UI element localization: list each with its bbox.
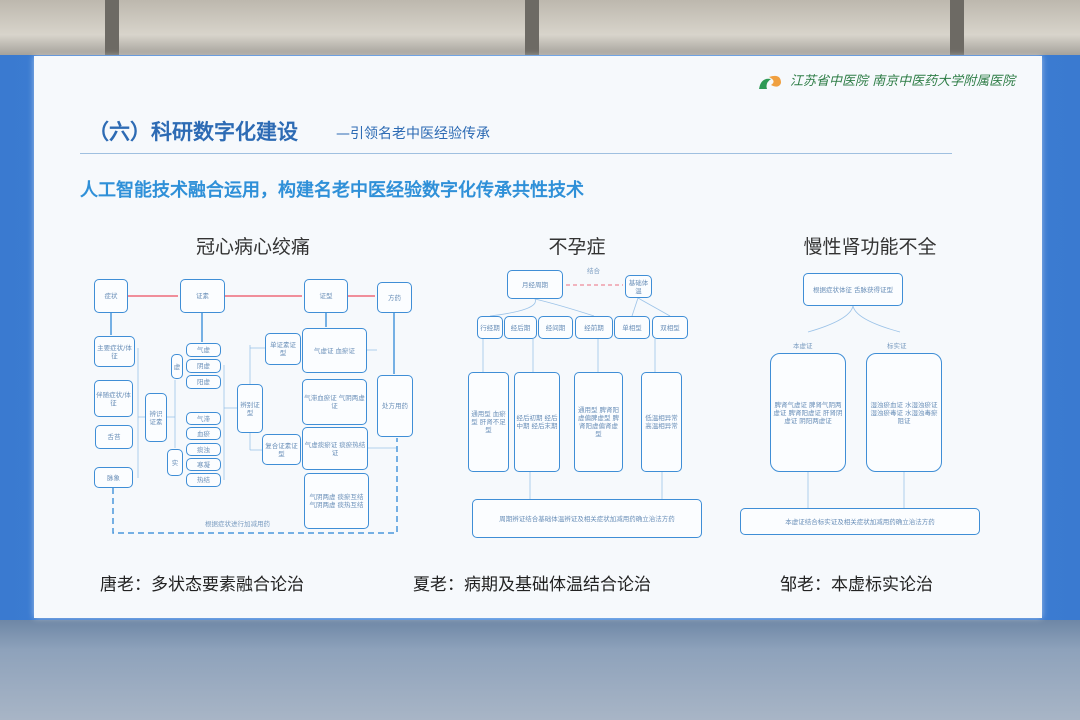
beam (105, 0, 119, 58)
d2-box: 周期辨证结合基础体温辨证及相关症状加减用药确立治法方药 (472, 499, 702, 538)
d1-box: 方药 (377, 282, 412, 313)
caption: 唐老：多状态要素融合论治 (100, 575, 304, 595)
d1-box: 气阴两虚 痰瘀互结 气阴两虚 痰热互结 (304, 473, 369, 529)
divider (80, 153, 952, 154)
slide-subtitle: —引领名老中医经验传承 (336, 126, 490, 142)
d1-box: 证型 (304, 279, 348, 313)
d3-box: 湿浊瘀血证 水湿浊瘀证 湿浊瘀毒证 水湿浊毒瘀阻证 (866, 353, 942, 472)
d3-box: 根据症状体征 舌脉获得证型 (803, 273, 903, 306)
d2-box: 经间期 (538, 316, 573, 339)
ceiling (0, 0, 1080, 58)
d2-box: 单相型 (614, 316, 650, 339)
d1-box: 气滞血瘀证 气阴两虚证 (302, 379, 367, 425)
d2-box: 月经周期 (507, 270, 563, 299)
d1-box: 寒凝 (186, 458, 221, 471)
caption: 夏老：病期及基础体温结合论治 (413, 575, 651, 595)
d1-box: 气滞 (186, 412, 221, 425)
slide-title: （六）科研数字化建设 (88, 120, 298, 144)
d1-box: 复合证素证型 (262, 434, 301, 465)
d1-note: 根据症状进行加减用药 (205, 520, 270, 528)
hospital-logo-text: 江苏省中医院 南京中医药大学附属医院 (790, 74, 1016, 89)
d3-box: 脾肾气虚证 脾肾气阴两虚证 脾肾阳虚证 肝肾阴虚证 阴阳两虚证 (770, 353, 846, 472)
d3-label: 标实证 (887, 342, 907, 350)
d1-box: 气虚证 血瘀证 (302, 328, 367, 373)
d2-box: 行经期 (477, 316, 503, 339)
d1-box: 单证素证型 (265, 333, 301, 365)
d1-box: 舌苔 (95, 425, 133, 449)
d1-box: 阴虚 (186, 359, 221, 373)
beam (950, 0, 964, 58)
d1-box: 气虚痰瘀证 痰瘀热结证 (302, 427, 368, 470)
d1-box: 实 (167, 449, 183, 476)
d1-box: 阳虚 (186, 375, 221, 389)
d1-box: 脉象 (94, 467, 133, 488)
d2-box: 经后期 (504, 316, 537, 339)
d1-box: 主要症状/体征 (94, 336, 135, 367)
d1-box: 气虚 (186, 343, 221, 357)
hospital-logo-icon (757, 73, 783, 91)
d1-box: 血瘀 (186, 427, 221, 440)
d3-label: 本虚证 (793, 342, 813, 350)
d2-box: 经前期 (575, 316, 613, 339)
section-title: 冠心病心绞痛 (195, 236, 311, 258)
d1-box: 伴随症状/体征 (94, 380, 133, 417)
section-title: 不孕症 (548, 236, 606, 258)
d1-box: 辨别证型 (237, 384, 263, 433)
stage-floor (0, 620, 1080, 720)
d2-box: 通用型 血瘀型 肝肾不足型 (468, 372, 509, 472)
d1-box: 辨识证素 (145, 393, 167, 442)
d1-box: 证素 (180, 279, 225, 313)
section-title: 慢性肾功能不全 (803, 236, 937, 258)
slide-headline: 人工智能技术融合运用，构建名老中医经验数字化传承共性技术 (80, 180, 584, 201)
d2-box: 低温相异常 高温相异常 (641, 372, 682, 472)
d2-box: 基础体温 (625, 275, 652, 298)
d2-box: 经后初期 经后中期 经后末期 (514, 372, 560, 472)
d3-box: 本虚证结合标实证及相关症状加减用药确立治法方药 (740, 508, 980, 535)
beam (525, 0, 539, 58)
d1-box: 热结 (186, 473, 221, 487)
d1-box: 处方用药 (377, 375, 413, 437)
d2-box: 双相型 (652, 316, 688, 339)
d2-link-label: 结合 (587, 267, 600, 275)
d1-box: 虚 (171, 354, 183, 379)
d1-box: 痰浊 (186, 443, 221, 456)
d1-box: 症状 (94, 279, 128, 313)
d2-box: 通用型 脾肾阳虚偏脾虚型 脾肾阳虚偏肾虚型 (574, 372, 623, 472)
caption: 邹老：本虚标实论治 (780, 575, 933, 595)
